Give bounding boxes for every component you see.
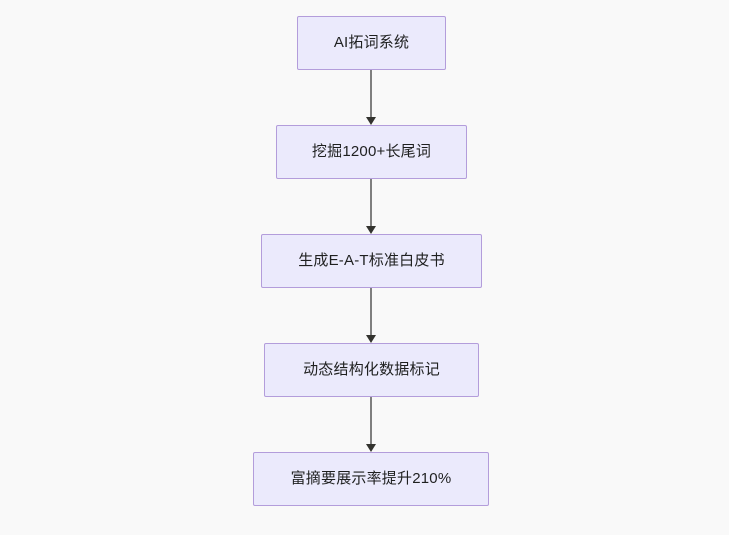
flow-node-4[interactable]: 动态结构化数据标记 (264, 343, 479, 397)
flow-connector-2 (366, 179, 376, 234)
arrowhead-down-icon (366, 335, 376, 343)
flow-node-2[interactable]: 挖掘1200+长尾词 (276, 125, 467, 179)
arrowhead-down-icon (366, 117, 376, 125)
flow-node-label: 生成E-A-T标准白皮书 (298, 252, 445, 269)
flow-node-label: 挖掘1200+长尾词 (311, 143, 432, 160)
connector-line (370, 179, 372, 227)
flow-connector-3 (366, 288, 376, 343)
flow-connector-1 (366, 70, 376, 125)
connector-line (370, 70, 372, 118)
connector-line (370, 288, 372, 336)
flow-node-3[interactable]: 生成E-A-T标准白皮书 (261, 234, 482, 288)
flow-node-label: 动态结构化数据标记 (303, 361, 440, 378)
flow-node-label: 富摘要展示率提升210% (290, 470, 452, 487)
flow-node-5[interactable]: 富摘要展示率提升210% (253, 452, 489, 506)
flow-connector-4 (366, 397, 376, 452)
arrowhead-down-icon (366, 444, 376, 452)
flow-node-1[interactable]: AI拓词系统 (297, 16, 446, 70)
flow-node-label: AI拓词系统 (333, 34, 410, 51)
arrowhead-down-icon (366, 226, 376, 234)
connector-line (370, 397, 372, 445)
